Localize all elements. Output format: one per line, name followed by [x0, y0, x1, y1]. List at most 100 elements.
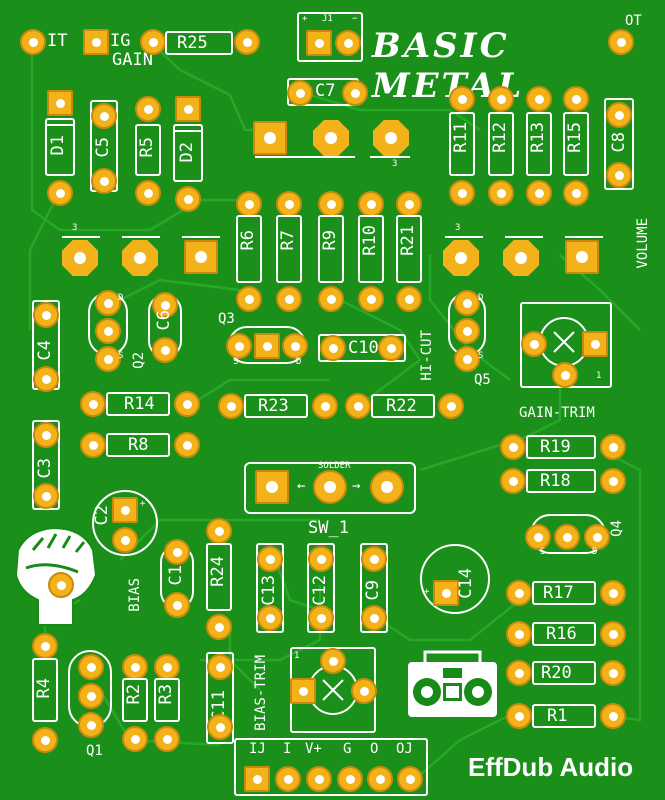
q5-pad-g[interactable]: [454, 318, 480, 344]
r4-pad-b[interactable]: [32, 727, 58, 753]
gain-trim-pad-3[interactable]: [521, 331, 547, 357]
r5-pad-b[interactable]: [135, 180, 161, 206]
c3-pad-b[interactable]: [33, 483, 59, 509]
c4-pad-a[interactable]: [33, 302, 59, 328]
c8-pad-b[interactable]: [606, 162, 632, 188]
q1-pad-b[interactable]: [78, 683, 104, 709]
q5-pad-s[interactable]: [454, 346, 480, 372]
r19-pad-b[interactable]: [600, 434, 626, 460]
r17-pad-a[interactable]: [506, 580, 532, 606]
r12-pad-a[interactable]: [488, 86, 514, 112]
c12-pad-b[interactable]: [308, 605, 334, 631]
q2-pad-s[interactable]: [95, 346, 121, 372]
header-pad-g[interactable]: [337, 766, 363, 792]
volume-pot-pad-2[interactable]: [503, 240, 539, 276]
r22-pad-a[interactable]: [345, 393, 371, 419]
c14-pad-plus[interactable]: [433, 580, 459, 606]
c5-pad-b[interactable]: [91, 168, 117, 194]
q1-pad-c[interactable]: [78, 712, 104, 738]
q3-pad-s[interactable]: [226, 333, 252, 359]
input-pad[interactable]: [20, 29, 46, 55]
r6-pad-a[interactable]: [236, 191, 262, 217]
header-pad-o[interactable]: [367, 766, 393, 792]
left-pot-pad-2[interactable]: [122, 240, 158, 276]
d1-pad-a[interactable]: [47, 90, 73, 116]
gain-trim-pad-2[interactable]: [552, 362, 578, 388]
c13-pad-a[interactable]: [257, 546, 283, 572]
d2-pad-b[interactable]: [175, 186, 201, 212]
q2-pad-d[interactable]: [95, 290, 121, 316]
r14-pad-a[interactable]: [80, 391, 106, 417]
gain-trim-pad-1[interactable]: [582, 331, 608, 357]
r9-pad-a[interactable]: [318, 191, 344, 217]
c1-pad-b[interactable]: [164, 592, 190, 618]
left-pot-pad-3[interactable]: [62, 240, 98, 276]
q5-pad-d[interactable]: [454, 290, 480, 316]
j1-pad-plus[interactable]: [306, 30, 332, 56]
r3-pad-a[interactable]: [154, 654, 180, 680]
sw1-pad-1[interactable]: [255, 470, 289, 504]
c7-pad-b[interactable]: [342, 80, 368, 106]
r11-pad-a[interactable]: [449, 86, 475, 112]
left-pot-pad-1[interactable]: [184, 240, 218, 274]
r15-pad-b[interactable]: [563, 180, 589, 206]
c4-pad-b[interactable]: [33, 366, 59, 392]
ig-pad[interactable]: [83, 29, 109, 55]
bias-trim-pad-3[interactable]: [351, 678, 377, 704]
q3-pad-g[interactable]: [254, 333, 280, 359]
bias-trim-pad-2[interactable]: [320, 648, 346, 674]
c9-pad-a[interactable]: [361, 546, 387, 572]
r23-pad-b[interactable]: [312, 393, 338, 419]
gain-pot-pad-2[interactable]: [313, 120, 349, 156]
output-pad[interactable]: [608, 29, 634, 55]
r25-pad[interactable]: [234, 29, 260, 55]
r21-pad-a[interactable]: [396, 191, 422, 217]
r16-pad-a[interactable]: [506, 621, 532, 647]
r10-pad-a[interactable]: [358, 191, 384, 217]
r18-pad-b[interactable]: [600, 468, 626, 494]
q4-pad-s[interactable]: [525, 524, 551, 550]
r13-pad-a[interactable]: [526, 86, 552, 112]
r14-pad-b[interactable]: [174, 391, 200, 417]
r15-pad-a[interactable]: [563, 86, 589, 112]
r11-pad-b[interactable]: [449, 180, 475, 206]
r2-pad-a[interactable]: [122, 654, 148, 680]
r2-pad-b[interactable]: [122, 726, 148, 752]
sw1-pad-3[interactable]: [370, 470, 404, 504]
gain-pad[interactable]: [140, 29, 166, 55]
sw1-pad-2[interactable]: [313, 470, 347, 504]
c1-pad-a[interactable]: [164, 539, 190, 565]
r20-pad-a[interactable]: [506, 660, 532, 686]
r19-pad-a[interactable]: [500, 434, 526, 460]
header-pad-vplus[interactable]: [306, 766, 332, 792]
bias-trim-pad-1[interactable]: [290, 678, 316, 704]
r20-pad-b[interactable]: [600, 660, 626, 686]
r7-pad-a[interactable]: [276, 191, 302, 217]
r6-pad-b[interactable]: [236, 286, 262, 312]
c13-pad-b[interactable]: [257, 605, 283, 631]
r16-pad-b[interactable]: [600, 621, 626, 647]
c8-pad-a[interactable]: [606, 102, 632, 128]
gain-pot-pad-1[interactable]: [253, 121, 287, 155]
c10-pad-b[interactable]: [378, 335, 404, 361]
c7-pad-a[interactable]: [287, 80, 313, 106]
q1-pad-a[interactable]: [78, 654, 104, 680]
c10-pad-a[interactable]: [320, 335, 346, 361]
r1-pad-a[interactable]: [506, 703, 532, 729]
header-pad-i[interactable]: [275, 766, 301, 792]
r12-pad-b[interactable]: [488, 180, 514, 206]
r8-pad-b[interactable]: [174, 432, 200, 458]
r3-pad-b[interactable]: [154, 726, 180, 752]
r22-pad-b[interactable]: [438, 393, 464, 419]
r21-pad-b[interactable]: [396, 286, 422, 312]
c12-pad-a[interactable]: [308, 546, 334, 572]
c9-pad-b[interactable]: [361, 605, 387, 631]
volume-pot-pad-3[interactable]: [443, 240, 479, 276]
gain-pot-pad-3[interactable]: [373, 120, 409, 156]
fist-pad[interactable]: [48, 572, 74, 598]
r5-pad-a[interactable]: [135, 96, 161, 122]
r24-pad-a[interactable]: [206, 518, 232, 544]
c11-pad-a[interactable]: [207, 654, 233, 680]
r23-pad-a[interactable]: [218, 393, 244, 419]
header-pad-ij[interactable]: [244, 766, 270, 792]
